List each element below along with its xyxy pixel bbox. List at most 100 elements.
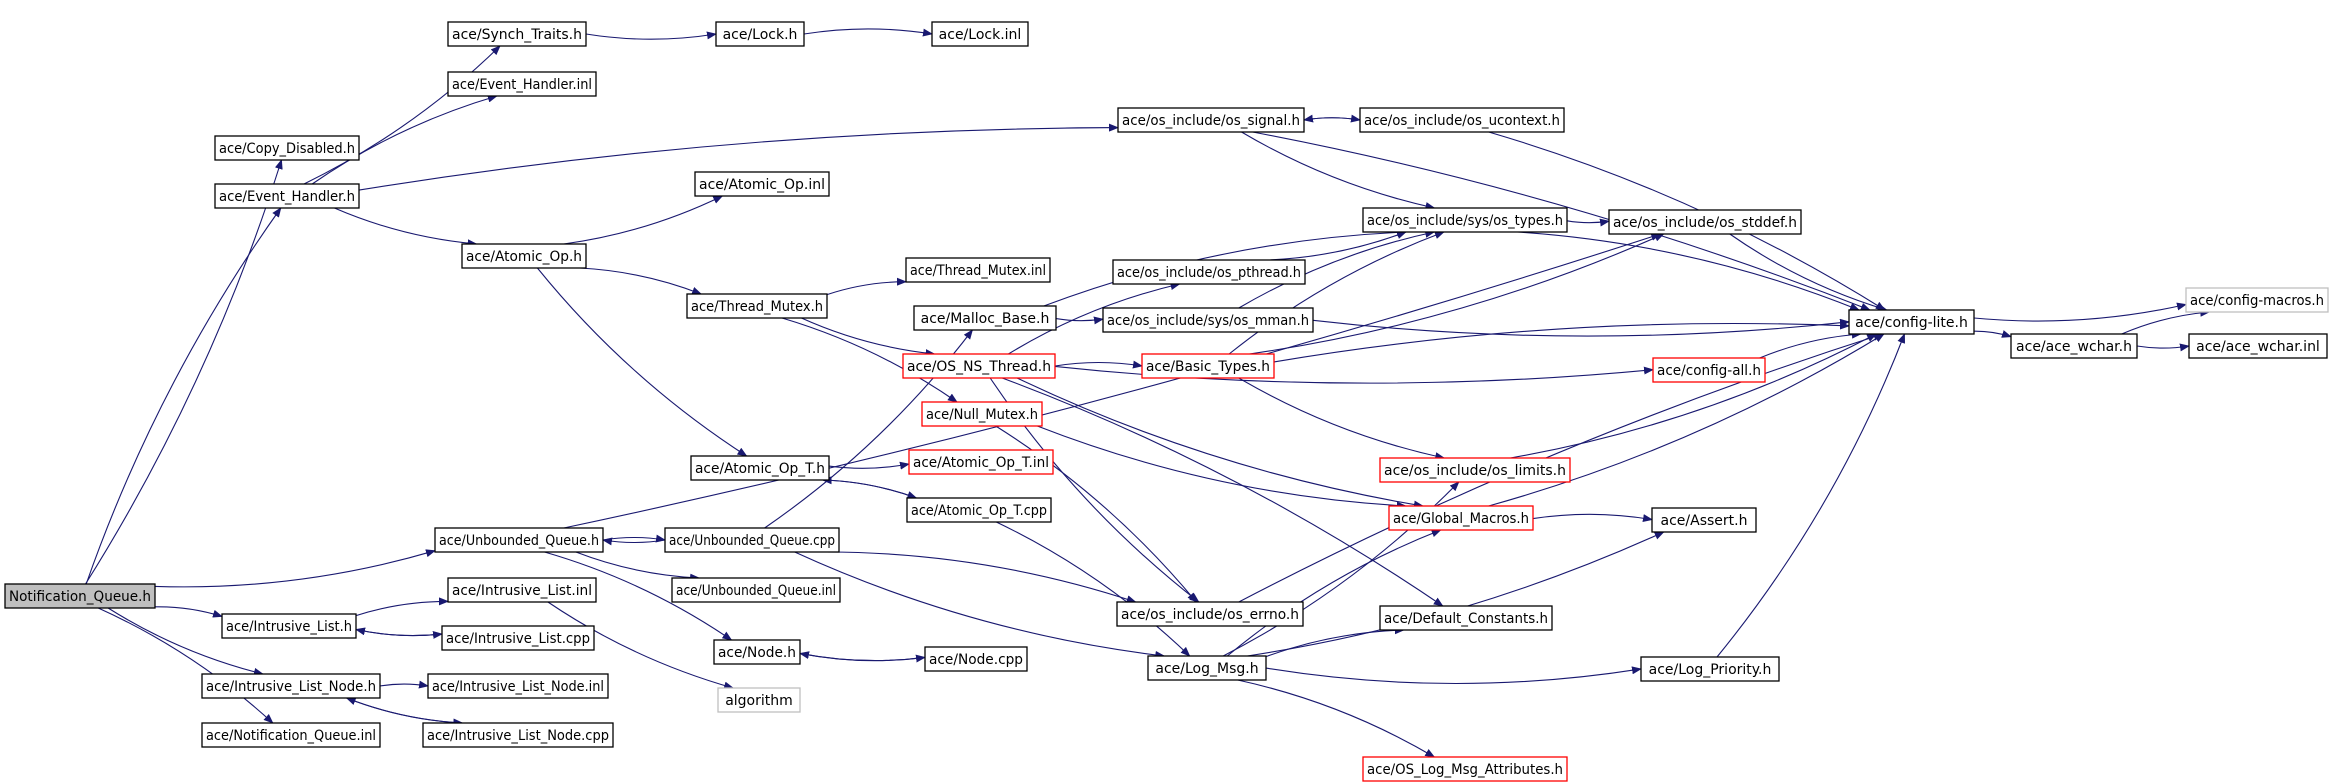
node-box [214,135,360,161]
node-null-mutex[interactable]: ace/Null_Mutex.h [921,401,1043,427]
node-event-handler-inl[interactable]: ace/Event_Handler.inl [447,71,597,97]
node-atomic-op-t-h[interactable]: ace/Atomic_Op_T.h [690,455,830,481]
node-thread-mutex-h[interactable]: ace/Thread_Mutex.h [686,293,828,319]
node-node-h[interactable]: ace/Node.h [713,639,801,665]
dependency-arrow [1729,233,1888,312]
edge-os_ucontext-to-config_lite [1488,131,1886,311]
node-atomic-op-t-cpp[interactable]: ace/Atomic_Op_T.cpp [906,497,1052,523]
node-unbounded-queue-inl[interactable]: ace/Unbounded_Queue.inl [671,577,841,603]
node-os-log-msg-attributes[interactable]: ace/OS_Log_Msg_Attributes.h [1362,756,1568,782]
node-label: ace/config-all.h [1657,363,1761,379]
node-atomic-op-inl[interactable]: ace/Atomic_Op.inl [694,171,830,197]
edge-event_handler_h-to-synch_traits [303,45,501,185]
node-label: ace/OS_Log_Msg_Attributes.h [1367,762,1563,778]
dependency-arrow [1037,425,1407,510]
dependency-arrow [85,159,283,585]
edge-intrusive_list_node_cpp-to-intrusive_list_node_h [345,697,463,724]
node-label: ace/Event_Handler.inl [452,77,592,93]
node-atomic-op-t-inl[interactable]: ace/Atomic_Op_T.inl [908,449,1054,475]
node-label: ace/Node.h [718,645,796,661]
edge-atomic_op_t_h-to-atomic_op_t_cpp [822,479,918,499]
node-thread-mutex-inl[interactable]: ace/Thread_Mutex.inl [905,257,1051,283]
node-unbounded-queue-h[interactable]: ace/Unbounded_Queue.h [434,527,604,553]
node-box [924,646,1028,672]
node-os-ucontext[interactable]: ace/os_include/os_ucontext.h [1359,107,1565,133]
dependency-arrow [536,267,748,457]
edge-os_errno-to-config_lite [1238,332,1884,603]
edge-global_macros-to-assert_h [1532,513,1653,523]
dependency-arrow [996,521,1191,657]
node-synch-traits[interactable]: ace/Synch_Traits.h [447,21,587,47]
node-box [1362,756,1568,782]
node-os-mman[interactable]: ace/os_include/sys/os_mman.h [1102,307,1314,333]
node-box [1359,107,1565,133]
node-basic-types[interactable]: ace/Basic_Types.h [1141,353,1275,379]
node-os-errno[interactable]: ace/os_include/os_errno.h [1116,601,1304,627]
edge-atomic_op_h-to-atomic_op_t_h [536,267,748,457]
node-nq-h: Notification_Queue.h [4,583,156,609]
node-intrusive-list-node-h[interactable]: ace/Intrusive_List_Node.h [201,673,381,699]
dependency-arrow [1265,626,1405,658]
node-ace-wchar-h[interactable]: ace/ace_wchar.h [2010,333,2138,359]
dependency-arrow [1488,333,1885,507]
node-ace-wchar-inl[interactable]: ace/ace_wchar.inl [2188,333,2328,359]
node-box [1379,605,1553,631]
edge-intrusive_list_node_h-to-intrusive_list_node_cpp [346,697,464,727]
node-node-cpp[interactable]: ace/Node.cpp [924,646,1028,672]
node-label: Notification_Queue.h [9,589,151,605]
edge-synch_traits-to-lock_h [585,31,717,40]
dependency-arrow [585,31,717,40]
node-lock-h[interactable]: ace/Lock.h [715,21,805,47]
edge-ace_wchar_h-to-config_macros [2121,308,2211,335]
node-intrusive-list-inl[interactable]: ace/Intrusive_List.inl [447,577,597,603]
node-os-stddef[interactable]: ace/os_include/os_stddef.h [1608,209,1802,235]
node-config-all[interactable]: ace/config-all.h [1652,357,1766,383]
node-box [434,527,604,553]
node-box [717,687,801,713]
node-malloc-base[interactable]: ace/Malloc_Base.h [913,305,1057,331]
node-os-ns-thread[interactable]: ace/OS_NS_Thread.h [902,353,1056,379]
node-label: ace/Unbounded_Queue.inl [676,583,836,599]
node-label: ace/os_include/os_limits.h [1384,463,1566,479]
dependency-arrow [1054,360,1143,369]
node-atomic-op-h[interactable]: ace/Atomic_Op.h [461,243,587,269]
node-assert-h[interactable]: ace/Assert.h [1651,507,1757,533]
dependency-arrow [799,651,926,662]
node-os-pthread[interactable]: ace/os_include/os_pthread.h [1112,259,1306,285]
dependency-arrow [826,551,1137,603]
node-intrusive-list-cpp[interactable]: ace/Intrusive_List.cpp [441,625,595,651]
node-intrusive-list-node-cpp[interactable]: ace/Intrusive_List_Node.cpp [422,722,614,748]
node-default-constants[interactable]: ace/Default_Constants.h [1379,605,1553,631]
node-box [906,497,1052,523]
node-log-msg[interactable]: ace/Log_Msg.h [1147,655,1267,681]
node-lock-inl[interactable]: ace/Lock.inl [931,21,1029,47]
node-intrusive-list-node-inl[interactable]: ace/Intrusive_List_Node.inl [427,673,609,699]
node-label: ace/Atomic_Op_T.h [695,461,825,477]
dependency-arrow [97,607,274,724]
node-intrusive-list-h[interactable]: ace/Intrusive_List.h [221,613,357,639]
node-box [447,71,597,97]
dependency-arrow [794,551,1166,659]
edge-nq_h-to-intrusive_list_h [154,606,223,618]
node-label: ace/ace_wchar.h [2016,339,2132,355]
node-os-signal[interactable]: ace/os_include/os_signal.h [1117,107,1305,133]
node-label: ace/Intrusive_List.cpp [446,631,590,647]
node-config-lite[interactable]: ace/config-lite.h [1848,309,1975,335]
node-notification-queue-inl[interactable]: ace/Notification_Queue.inl [201,722,381,748]
node-log-priority[interactable]: ace/Log_Priority.h [1640,656,1780,682]
dependency-arrow [1008,282,1181,355]
node-label: ace/Intrusive_List_Node.inl [432,679,604,695]
node-global-macros[interactable]: ace/Global_Macros.h [1388,505,1534,531]
edge-ace_wchar_h-to-ace_wchar_inl [2136,343,2190,352]
edge-log_msg-to-global_macros [1226,529,1442,657]
node-os-types[interactable]: ace/os_include/sys/os_types.h [1362,207,1568,233]
node-copy-disabled[interactable]: ace/Copy_Disabled.h [214,135,360,161]
node-label: ace/Default_Constants.h [1384,611,1548,627]
node-event-handler-h[interactable]: ace/Event_Handler.h [214,183,360,209]
dependency-arrow [547,601,735,690]
dependency-arrow [154,549,436,588]
edge-basic_types-to-config_lite [1273,321,1850,363]
node-label: ace/Unbounded_Queue.h [439,533,599,549]
node-unbounded-queue-cpp[interactable]: ace/Unbounded_Queue.cpp [664,527,840,553]
node-os-limits[interactable]: ace/os_include/os_limits.h [1379,457,1571,483]
